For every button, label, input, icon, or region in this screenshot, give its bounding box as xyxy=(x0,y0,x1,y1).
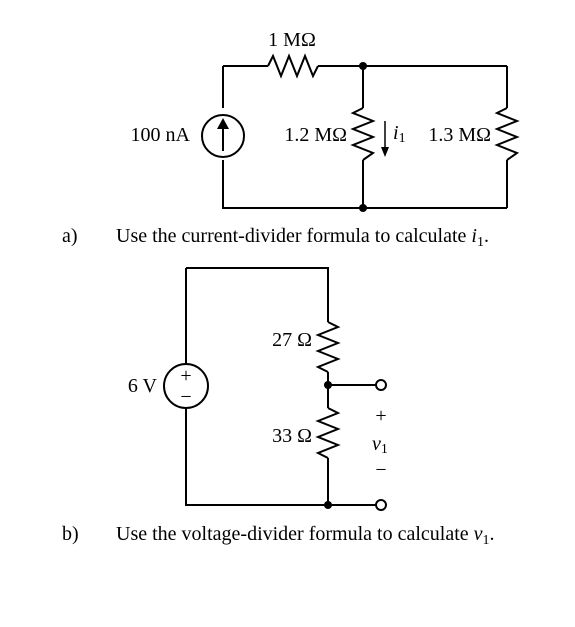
v1-minus-sign: − xyxy=(375,459,386,481)
circuit-a-wires xyxy=(222,65,508,209)
question-b: Use the voltage-divider formula to calcu… xyxy=(116,523,495,548)
junction-dot xyxy=(359,204,367,212)
voltage-source-label: 6 V xyxy=(128,375,158,397)
current-source-label: 100 nA xyxy=(131,124,191,146)
resistor-33ohm xyxy=(315,407,341,459)
output-terminal-top xyxy=(375,379,387,391)
circuit-b-wires xyxy=(185,267,376,506)
v1-label: v1 xyxy=(372,433,388,457)
r-mid-label: 1.2 MΩ xyxy=(284,124,347,146)
circuit-b: + − 27 Ω 33 Ω 6 V + v1 − xyxy=(128,267,388,511)
source-minus-sign: − xyxy=(180,386,191,408)
resistor-1meg xyxy=(267,53,319,79)
junction-dot xyxy=(359,62,367,70)
output-terminal-bottom xyxy=(375,499,387,511)
label-b: b) xyxy=(62,523,79,545)
junction-dot xyxy=(324,381,332,389)
circuit-a: 1 MΩ 100 nA 1.2 MΩ i1 1.3 MΩ xyxy=(131,29,520,212)
label-a: a) xyxy=(62,225,78,247)
resistor-1-2meg xyxy=(350,107,376,161)
i1-arrowhead-icon xyxy=(381,147,389,157)
r-right-label: 1.3 MΩ xyxy=(428,124,491,146)
r-27-label: 27 Ω xyxy=(272,329,312,351)
junction-dot xyxy=(324,501,332,509)
i1-label: i1 xyxy=(393,122,406,146)
r-top-label: 1 MΩ xyxy=(268,29,316,51)
resistor-27ohm xyxy=(315,321,341,373)
question-a: Use the current-divider formula to calcu… xyxy=(116,225,489,250)
voltage-source-icon xyxy=(163,363,209,409)
current-source-arrowhead-icon xyxy=(217,118,229,129)
current-source-icon xyxy=(201,114,245,158)
source-plus-sign: + xyxy=(180,365,191,387)
r-33-label: 33 Ω xyxy=(272,425,312,447)
v1-plus-sign: + xyxy=(375,405,386,427)
resistor-1-3meg xyxy=(494,107,520,161)
